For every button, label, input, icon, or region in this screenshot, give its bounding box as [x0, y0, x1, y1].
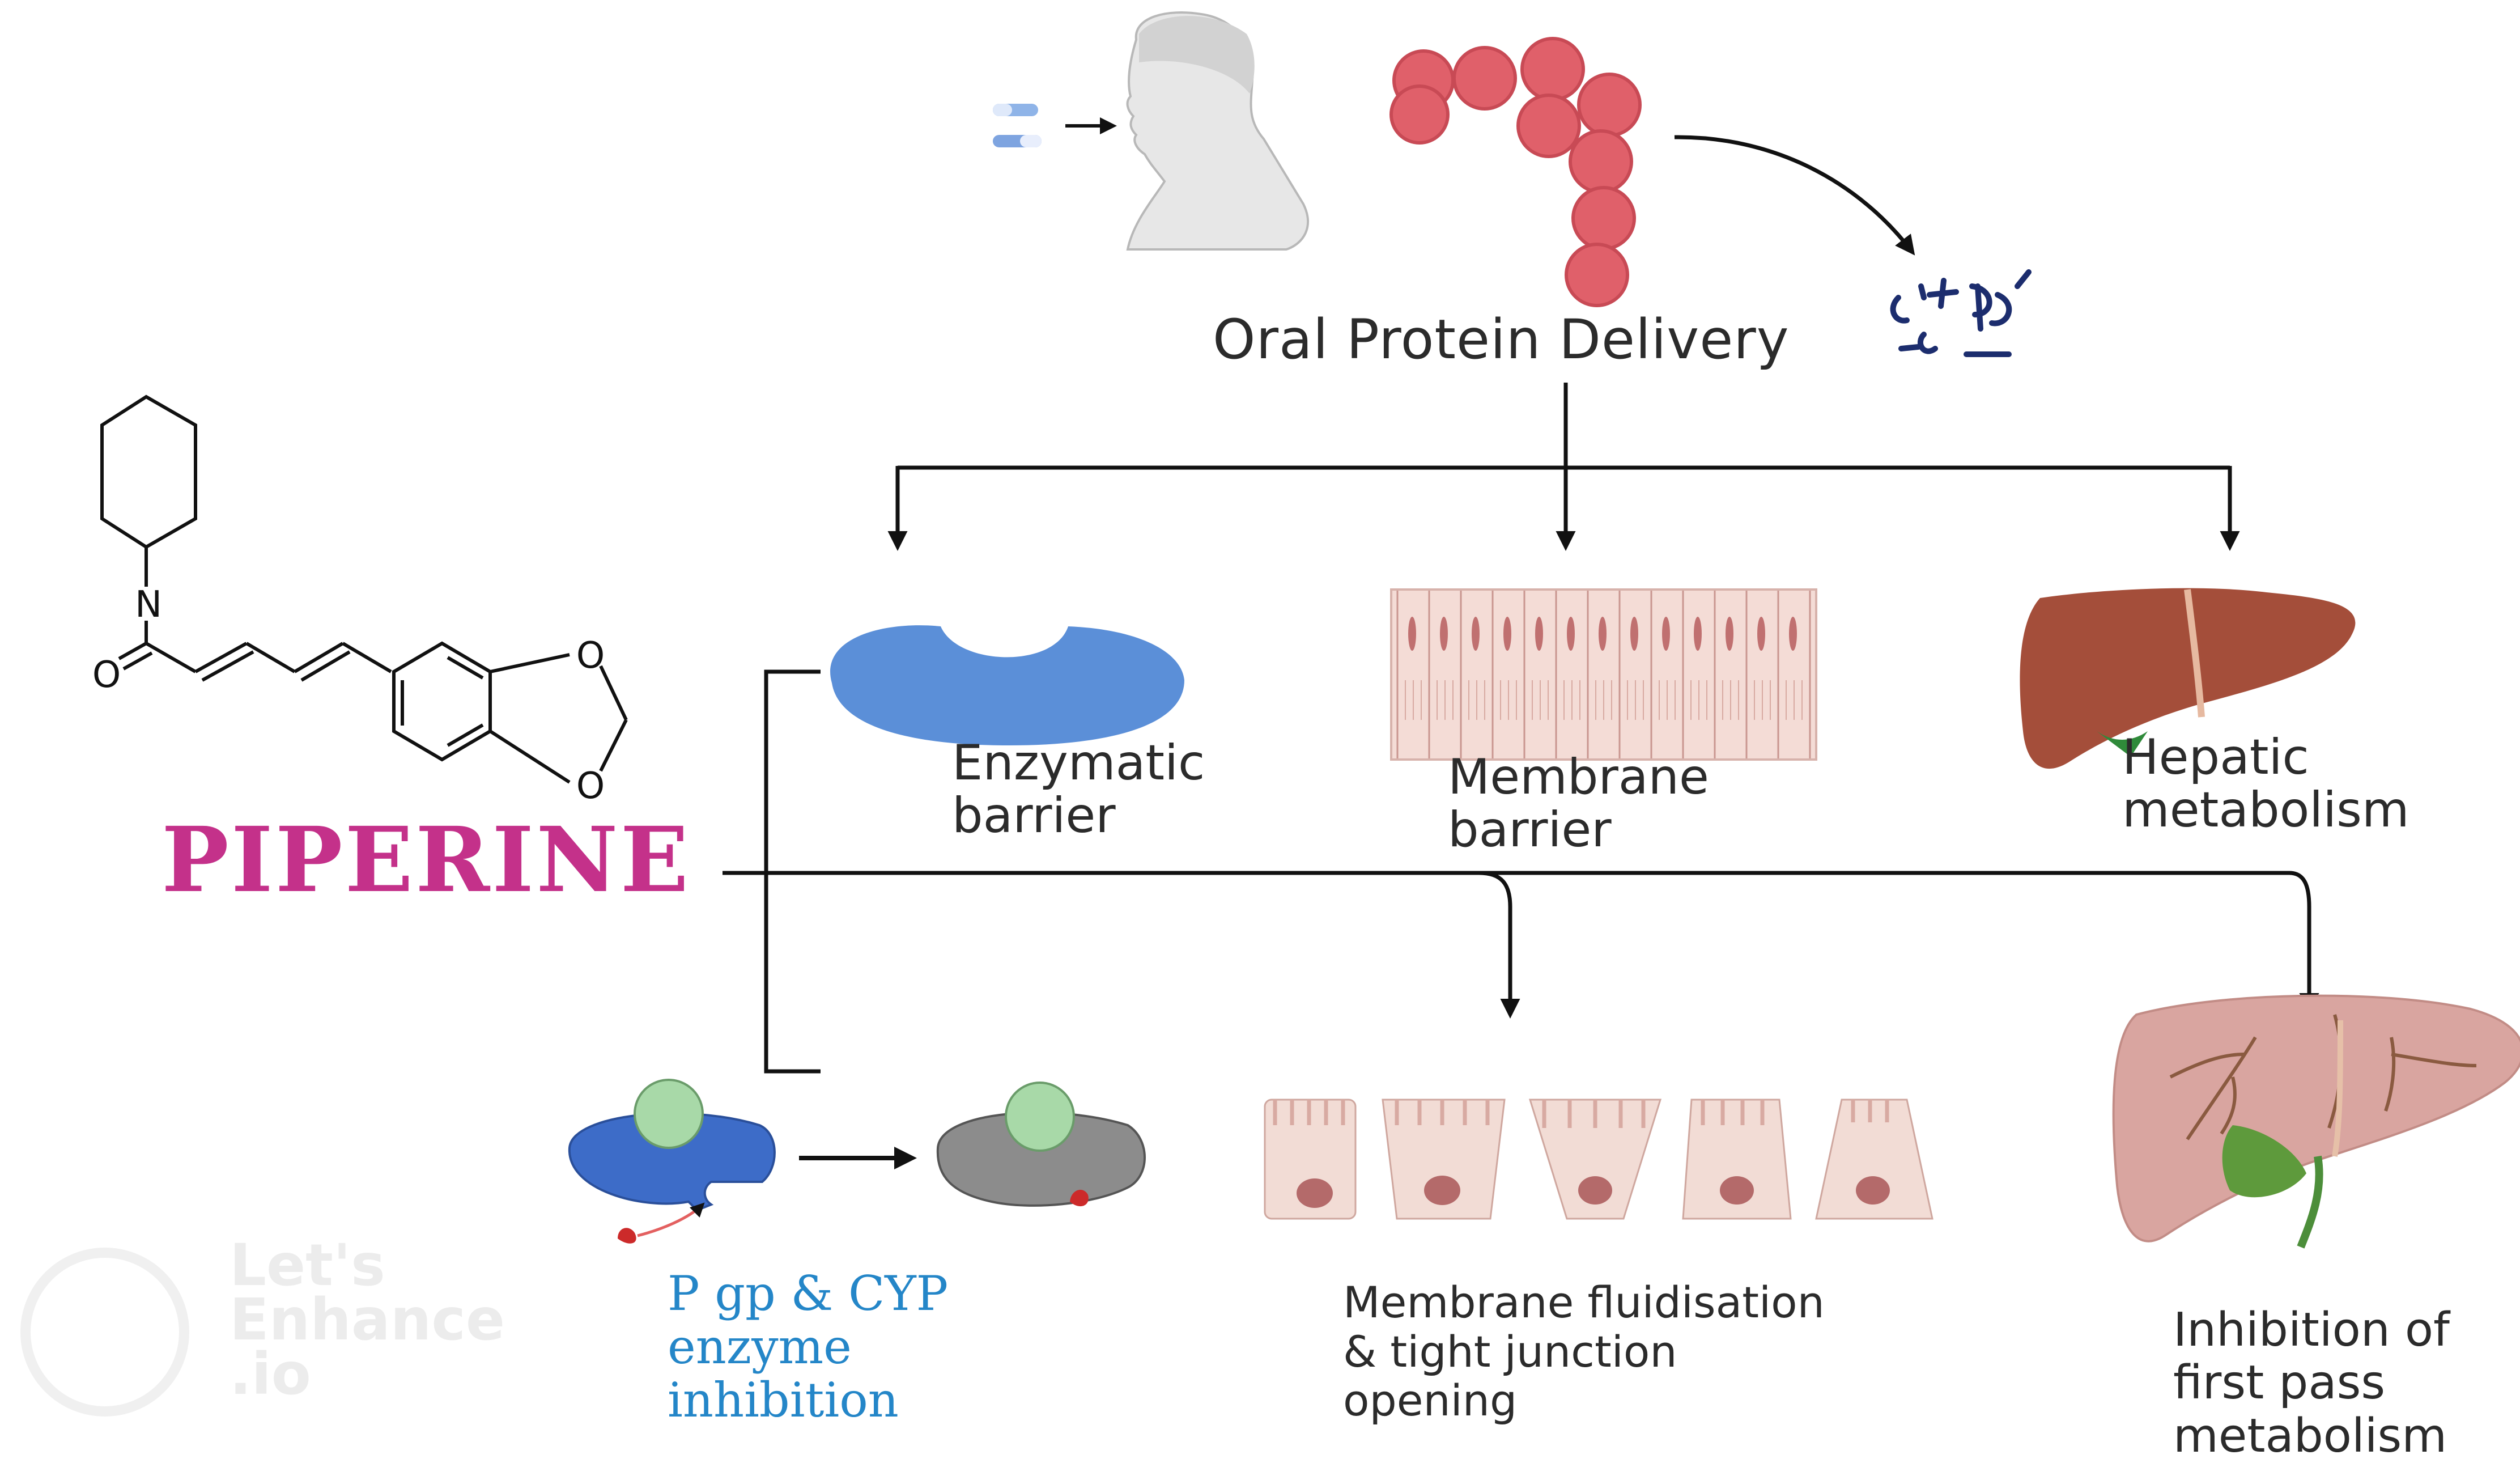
diagram-title: Oral Protein Delivery [1213, 308, 1790, 371]
fluidised-cell-villi [1273, 1100, 1889, 1128]
protein-chain [1389, 37, 1642, 307]
enzyme-shape [830, 625, 1184, 745]
piperine-effect-connectors [723, 669, 2319, 1074]
atom-oxygen-carbonyl: O [92, 654, 121, 696]
label-membrane-fluidisation: Membrane fluidisation & tight junction o… [1343, 1277, 1825, 1426]
pgp-inhibited-enzyme [936, 1082, 1146, 1207]
degradation-arrow [1674, 135, 1915, 256]
label-pgp-cyp-inhibition: P gp & CYP enzyme inhibition [668, 1266, 949, 1428]
molecule-atom-labels: N O O O [92, 584, 605, 807]
label-first-pass-inhibition: Inhibition of first pass metabolism [2173, 1303, 2450, 1463]
person-head-icon [1126, 11, 1310, 251]
pill-capsules-icon [993, 104, 1042, 147]
label-membrane-barrier: Membrane barrier [1448, 749, 1709, 858]
compound-name: PIPERINE [162, 808, 691, 913]
label-hepatic-metabolism: Hepatic metabolism [2122, 729, 2409, 838]
atom-nitrogen: N [135, 584, 162, 626]
atom-oxygen-ring-1: O [576, 635, 605, 677]
label-enzymatic-barrier: Enzymatic barrier [952, 735, 1205, 844]
piperine-molecule [100, 395, 628, 784]
watermark: Let's Enhance .io [230, 1232, 505, 1408]
atom-oxygen-ring-2: O [576, 765, 605, 807]
liver-icon [2020, 588, 2356, 769]
top-distribution-connectors [887, 383, 2240, 551]
fluidised-cells [1264, 1099, 1933, 1220]
liver-first-pass-icon [2112, 994, 2520, 1249]
fluidised-cell-nuclei [1297, 1176, 1890, 1208]
membrane-cells-image [1390, 588, 1817, 761]
degraded-peptides-icon [1890, 269, 2032, 357]
pgp-active-enzyme [568, 1079, 776, 1244]
watermark-logo-icon [20, 1248, 189, 1417]
